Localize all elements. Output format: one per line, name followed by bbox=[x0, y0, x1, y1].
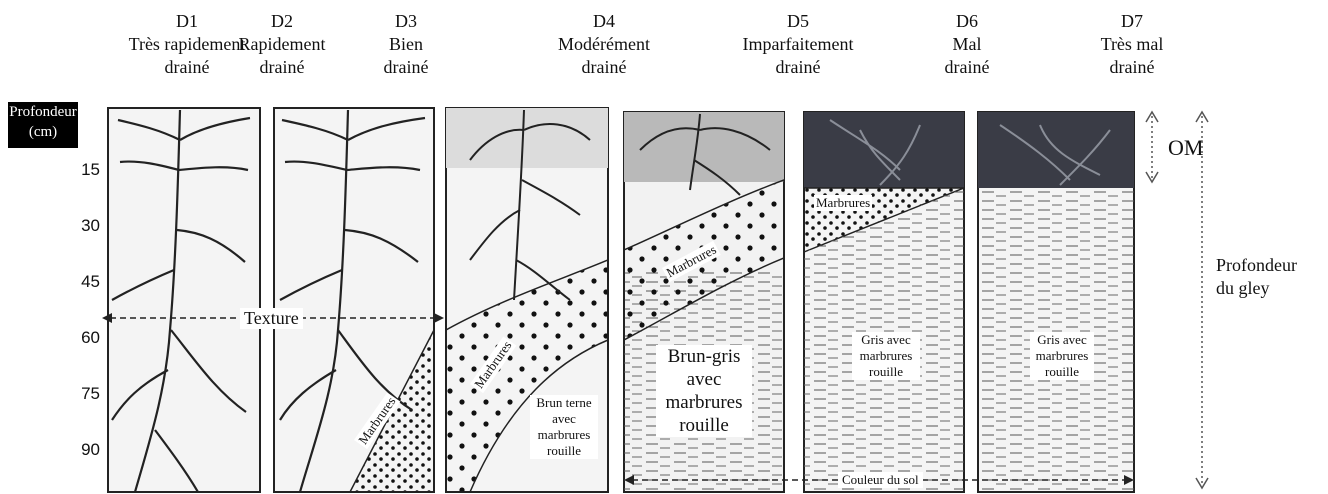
depth-tick-30: 30 bbox=[81, 216, 100, 235]
depth-tick-45: 45 bbox=[81, 272, 100, 291]
depth-tick-75: 75 bbox=[81, 384, 100, 403]
panel-d5 bbox=[803, 111, 965, 493]
depth-tick-90: 90 bbox=[81, 440, 100, 459]
roots-d1 bbox=[111, 109, 251, 492]
marbrures-label-d5: Marbrures bbox=[814, 195, 873, 211]
depth-tick-15: 15 bbox=[81, 160, 100, 179]
panel-d2 bbox=[273, 107, 435, 493]
gley-depth-arrow bbox=[1195, 110, 1209, 490]
texture-label: Texture bbox=[240, 308, 303, 329]
soil-colour-arrow bbox=[624, 475, 1134, 485]
soil-colour-label: Couleur du sol bbox=[838, 472, 923, 488]
roots-d3 bbox=[469, 109, 591, 301]
roots-d4 bbox=[639, 113, 771, 196]
om-arrow bbox=[1145, 110, 1159, 184]
depth-tick-60: 60 bbox=[81, 328, 100, 347]
panel-d1 bbox=[107, 107, 261, 493]
panel-d6 bbox=[977, 111, 1135, 493]
om-label: OM bbox=[1168, 135, 1204, 160]
depth-axis-title: Profondeur(cm) bbox=[8, 102, 78, 148]
roots-d2 bbox=[279, 109, 426, 492]
